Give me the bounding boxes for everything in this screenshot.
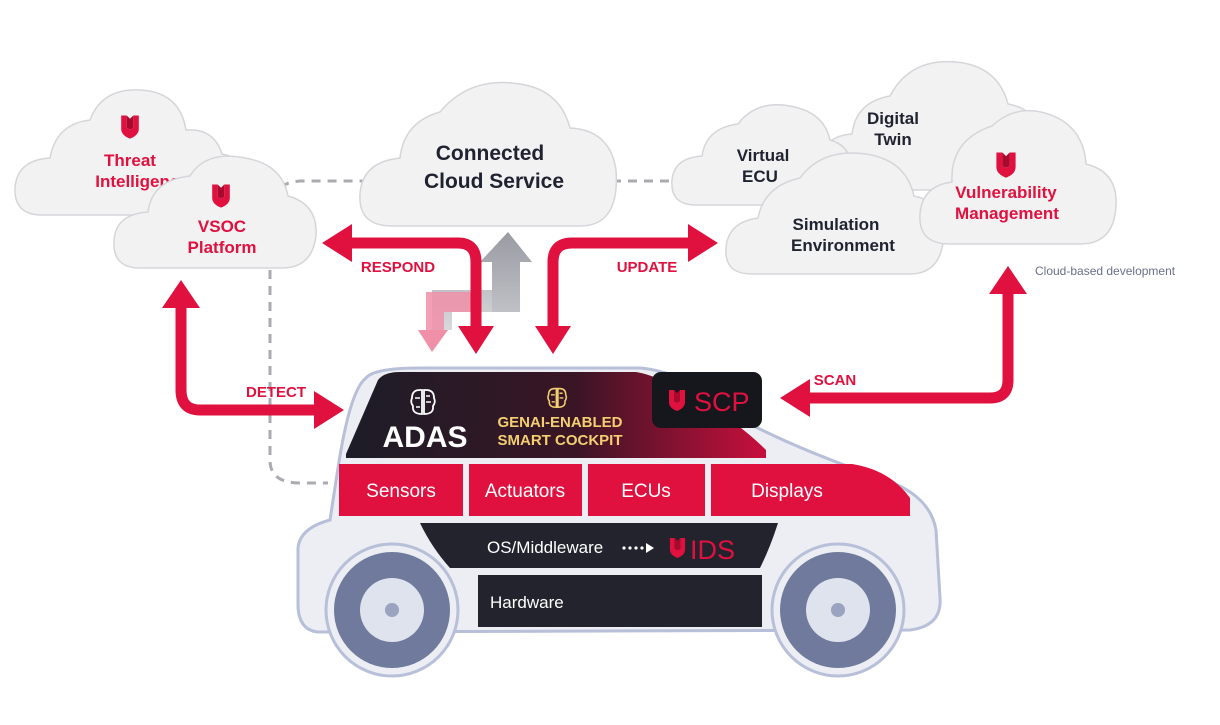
adas-label: ADAS: [382, 421, 467, 454]
update-label: UPDATE: [617, 259, 678, 276]
dash-vsoc-to-vehicle: [268, 270, 328, 485]
vsoc-line1: VSOC: [198, 217, 246, 236]
os-middleware-band: [420, 523, 778, 568]
brain-circuit-icon: [410, 389, 436, 415]
respond-label: RESPOND: [361, 259, 435, 276]
sensors-label: Sensors: [366, 481, 436, 502]
ids-label: IDS: [690, 535, 735, 565]
scan-arrow: SCAN: [780, 266, 1027, 417]
sensors-panel: [339, 464, 463, 516]
scp-label: SCP: [694, 387, 750, 417]
cockpit-line2: SMART COCKPIT: [498, 432, 623, 449]
vehicle: Sensors Actuators ECUs Displays OS/Middl…: [296, 366, 942, 678]
virtual-ecu-line1: Virtual: [737, 146, 790, 165]
vsoc-line2: Platform: [188, 238, 257, 257]
virtual-ecu-line2: ECU: [742, 167, 778, 186]
threat-intel-line1: Threat: [104, 151, 156, 170]
scan-label: SCAN: [814, 372, 857, 389]
hardware-band: [478, 575, 762, 627]
update-arrow: UPDATE: [535, 224, 718, 354]
vehicle-components: Sensors Actuators ECUs Displays: [339, 464, 910, 516]
simulation-line1: Simulation: [793, 215, 880, 234]
front-wheel: [324, 542, 460, 678]
displays-panel: [711, 464, 910, 516]
detect-arrow: DETECT: [162, 280, 344, 429]
digital-twin-line2: Twin: [874, 130, 911, 149]
rear-wheel: [770, 542, 906, 678]
vulnerability-line1: Vulnerability: [955, 183, 1057, 202]
brain-circuit-icon: [547, 387, 568, 409]
cloud-vsoc-platform: VSOC Platform: [113, 155, 317, 269]
displays-label: Displays: [751, 481, 823, 502]
cockpit-line1: GENAI-ENABLED: [497, 414, 622, 431]
connected-cloud-line1: Connected: [436, 142, 545, 165]
os-middleware-label: OS/Middleware: [487, 538, 603, 557]
simulation-line2: Environment: [791, 236, 895, 255]
actuators-label: Actuators: [485, 481, 565, 502]
cloud-vulnerability-management: Vulnerability Management: [919, 109, 1117, 245]
download-arrow-light: [418, 292, 476, 352]
detect-label: DETECT: [246, 384, 306, 401]
ecus-panel: [588, 464, 705, 516]
actuators-panel: [469, 464, 582, 516]
dotted-arrow-icon: [622, 543, 654, 553]
scp-badge: SCP: [652, 372, 762, 428]
cloud-connected-service: Connected Cloud Service: [359, 81, 618, 227]
cloud-dev-note: Cloud-based development: [1035, 264, 1176, 278]
digital-twin-line1: Digital: [867, 109, 919, 128]
ecus-label: ECUs: [621, 481, 671, 502]
connected-cloud-line2: Cloud Service: [424, 170, 564, 193]
vulnerability-line2: Management: [955, 204, 1059, 223]
hardware-label: Hardware: [490, 593, 564, 612]
cloud-simulation-environment: Simulation Environment: [725, 152, 945, 275]
respond-arrow: RESPOND: [322, 224, 494, 354]
